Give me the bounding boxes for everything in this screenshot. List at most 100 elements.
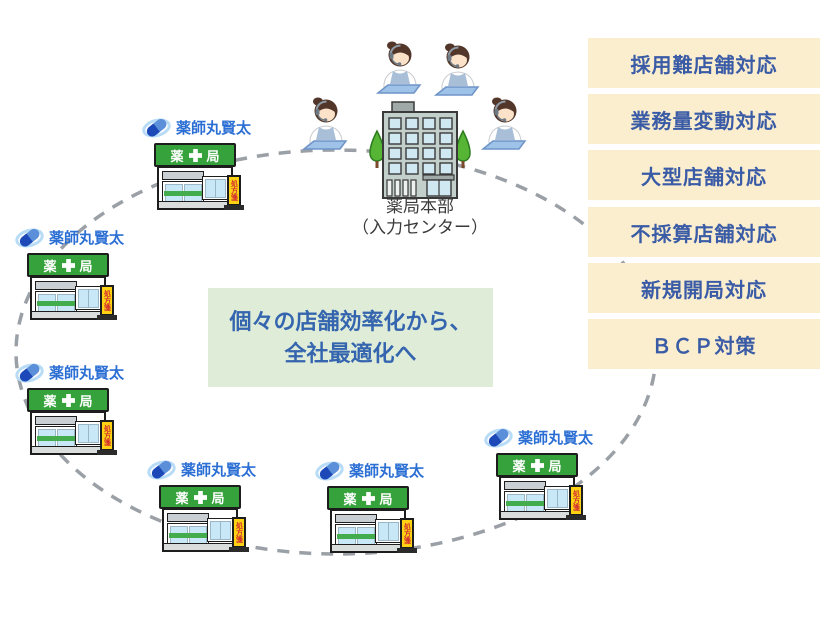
shop-base <box>332 544 404 551</box>
pharmacy-store-unit: 薬師丸賢太 薬 局 処方箋 <box>315 456 427 556</box>
pharmacy-cross-icon <box>188 148 202 162</box>
solution-box-new-opening: 新規開局対応 <box>588 263 820 313</box>
pharmacy-storefront: 薬 局 処方箋 <box>27 253 119 323</box>
call-operator-icon <box>479 96 531 158</box>
store-owner-name: 薬師丸賢太 <box>49 364 125 382</box>
flag-stand <box>397 548 417 553</box>
window-glass <box>388 522 399 541</box>
prescription-flag-text: 処方箋 <box>572 490 580 511</box>
solution-box-unprofitable: 不採算店舗対応 <box>588 207 820 257</box>
window-glass <box>220 521 231 540</box>
door-awning <box>167 513 209 522</box>
shop-base <box>159 201 231 208</box>
window-glass <box>88 424 99 443</box>
sign-text-left: 薬 <box>170 148 184 164</box>
store-owner-row: 薬師丸賢太 <box>484 423 596 451</box>
pharmacy-store-unit: 薬師丸賢太 薬 局 処方箋 <box>15 358 127 458</box>
solution-box-workload: 業務量変動対応 <box>588 94 820 144</box>
center-message-box: 個々の店舗効率化から、 全社最適化へ <box>208 288 493 387</box>
prescription-flag-sign: 処方箋 <box>569 485 583 516</box>
hub-name: 薬局本部 <box>386 197 454 216</box>
pharmacy-sign: 薬 局 <box>27 388 109 412</box>
pharmacy-storefront: 薬 局 処方箋 <box>159 485 251 555</box>
capsule-logo-icon <box>142 118 171 137</box>
flag-stand <box>97 315 117 320</box>
pharmacy-sign: 薬 局 <box>27 253 109 277</box>
shop-facade <box>162 508 238 552</box>
door-awning <box>35 416 77 425</box>
pharmacy-storefront: 薬 局 処方箋 <box>327 486 419 556</box>
store-owner-name: 薬師丸賢太 <box>49 229 125 247</box>
sign-text-left: 薬 <box>175 490 189 506</box>
store-owner-row: 薬師丸賢太 <box>15 358 127 386</box>
solution-label: 新規開局対応 <box>641 279 767 302</box>
pharmacy-cross-icon <box>530 458 544 472</box>
shop-window <box>375 519 401 543</box>
window-glass <box>215 179 226 198</box>
sign-text-right: 局 <box>79 258 93 274</box>
shop-base <box>32 311 104 318</box>
sign-text-right: 局 <box>379 491 393 507</box>
prescription-flag-text: 処方箋 <box>230 180 238 201</box>
door-green-stripe <box>37 301 75 306</box>
shop-facade <box>499 476 575 520</box>
door-green-stripe <box>169 533 207 538</box>
center-message-line2: 全社最適化へ <box>284 340 417 366</box>
sign-text-left: 薬 <box>43 258 57 274</box>
pharmacy-sign: 薬 局 <box>159 485 241 509</box>
store-owner-row: 薬師丸賢太 <box>15 223 127 251</box>
pharmacy-cross-icon <box>193 490 207 504</box>
prescription-flag-text: 処方箋 <box>403 523 411 544</box>
door-awning <box>335 514 377 523</box>
store-owner-name: 薬師丸賢太 <box>176 119 252 137</box>
store-owner-name: 薬師丸賢太 <box>181 461 257 479</box>
door-awning <box>35 281 77 290</box>
window-glass <box>88 289 99 308</box>
prescription-flag-sign: 処方箋 <box>232 517 246 548</box>
solution-box-large-store: 大型店舗対応 <box>588 150 820 200</box>
store-owner-row: 薬師丸賢太 <box>147 455 259 483</box>
capsule-logo-icon <box>15 228 44 247</box>
solution-label: 業務量変動対応 <box>630 110 778 133</box>
shop-facade <box>330 509 406 553</box>
store-owner-name: 薬師丸賢太 <box>349 462 425 480</box>
shop-facade <box>157 166 233 210</box>
sign-text-right: 局 <box>79 393 93 409</box>
window-glass <box>557 489 568 508</box>
center-message-line1: 個々の店舗効率化から、 <box>229 308 472 334</box>
door-green-stripe <box>164 191 202 196</box>
call-operator-icon <box>374 40 426 102</box>
pharmacy-storefront: 薬 局 処方箋 <box>27 388 119 458</box>
flag-stand <box>566 515 586 520</box>
store-owner-row: 薬師丸賢太 <box>315 456 427 484</box>
pharmacy-storefront: 薬 局 処方箋 <box>496 453 588 523</box>
call-operator-icon <box>300 96 352 158</box>
pharmacy-sign: 薬 局 <box>154 143 236 167</box>
prescription-flag-sign: 処方箋 <box>400 518 414 549</box>
sign-text-left: 薬 <box>43 393 57 409</box>
pharmacy-store-unit: 薬師丸賢太 薬 局 処方箋 <box>15 223 127 323</box>
solution-box-bcp: ＢＣＰ対策 <box>588 319 820 369</box>
capsule-logo-icon <box>147 460 176 479</box>
flag-stand <box>97 450 117 455</box>
door-green-stripe <box>337 534 375 539</box>
pharmacy-cross-icon <box>61 393 75 407</box>
capsule-logo-icon <box>315 461 344 480</box>
solution-label: 大型店舗対応 <box>641 166 767 189</box>
prescription-flag-sign: 処方箋 <box>100 420 114 451</box>
shop-window <box>75 286 101 310</box>
capsule-logo-icon <box>15 363 44 382</box>
prescription-flag-text: 処方箋 <box>235 522 243 543</box>
store-owner-name: 薬師丸賢太 <box>518 429 594 447</box>
solution-box-hiring: 採用難店舗対応 <box>588 38 820 88</box>
sign-text-right: 局 <box>206 148 220 164</box>
shop-window <box>207 518 233 542</box>
sign-text-right: 局 <box>211 490 225 506</box>
pharmacy-cross-icon <box>361 491 375 505</box>
shop-facade <box>30 411 106 455</box>
pharmacy-store-unit: 薬師丸賢太 薬 局 処方箋 <box>147 455 259 555</box>
capsule-logo-icon <box>484 428 513 447</box>
shop-window <box>75 421 101 445</box>
sign-text-left: 薬 <box>343 491 357 507</box>
